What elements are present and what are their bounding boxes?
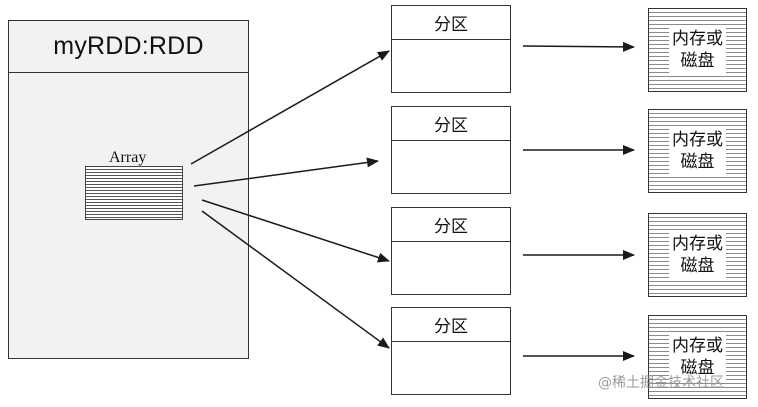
storage-label-line-2: 磁盘 bbox=[680, 358, 715, 378]
array-label: Array bbox=[109, 149, 147, 166]
storage-label: 内存或 磁盘 bbox=[669, 232, 726, 278]
rdd-header: myRDD:RDD bbox=[9, 21, 248, 73]
partition-box: 分区 bbox=[391, 307, 511, 395]
watermark: @稀土掘金技术社区 bbox=[598, 375, 724, 391]
storage-label-line-2: 磁盘 bbox=[680, 51, 715, 71]
storage-label-line-2: 磁盘 bbox=[680, 152, 715, 172]
partition-label: 分区 bbox=[392, 308, 510, 342]
storage-box: 内存或 磁盘 bbox=[648, 8, 747, 92]
arrow-array-to-partition-4 bbox=[201, 210, 390, 349]
storage-label-line-1: 内存或 bbox=[672, 29, 723, 49]
storage-label-line-1: 内存或 bbox=[672, 234, 723, 254]
arrow-array-to-partition-3 bbox=[201, 199, 390, 263]
storage-label: 内存或 磁盘 bbox=[669, 128, 726, 174]
storage-label: 内存或 磁盘 bbox=[669, 334, 726, 380]
storage-label-line-1: 内存或 bbox=[672, 130, 723, 150]
partition-box: 分区 bbox=[391, 5, 511, 93]
arrow-partition-to-storage-1 bbox=[522, 41, 635, 52]
storage-box: 内存或 磁盘 bbox=[648, 109, 747, 193]
arrow-array-to-partition-2 bbox=[193, 157, 379, 187]
storage-box: 内存或 磁盘 bbox=[648, 213, 747, 297]
partition-label: 分区 bbox=[392, 6, 510, 40]
partition-label: 分区 bbox=[392, 107, 510, 141]
array-block bbox=[85, 166, 183, 220]
storage-label-line-2: 磁盘 bbox=[680, 256, 715, 276]
partition-box: 分区 bbox=[391, 106, 511, 194]
partition-label: 分区 bbox=[392, 208, 510, 242]
rdd-title: myRDD:RDD bbox=[53, 32, 204, 60]
storage-box: 内存或 磁盘 bbox=[648, 315, 747, 399]
rdd-object-box: myRDD:RDD Array bbox=[8, 20, 249, 359]
partition-box: 分区 bbox=[391, 207, 511, 295]
arrow-array-to-partition-1 bbox=[190, 50, 390, 165]
storage-label-line-1: 内存或 bbox=[672, 336, 723, 356]
storage-label: 内存或 磁盘 bbox=[669, 27, 726, 73]
